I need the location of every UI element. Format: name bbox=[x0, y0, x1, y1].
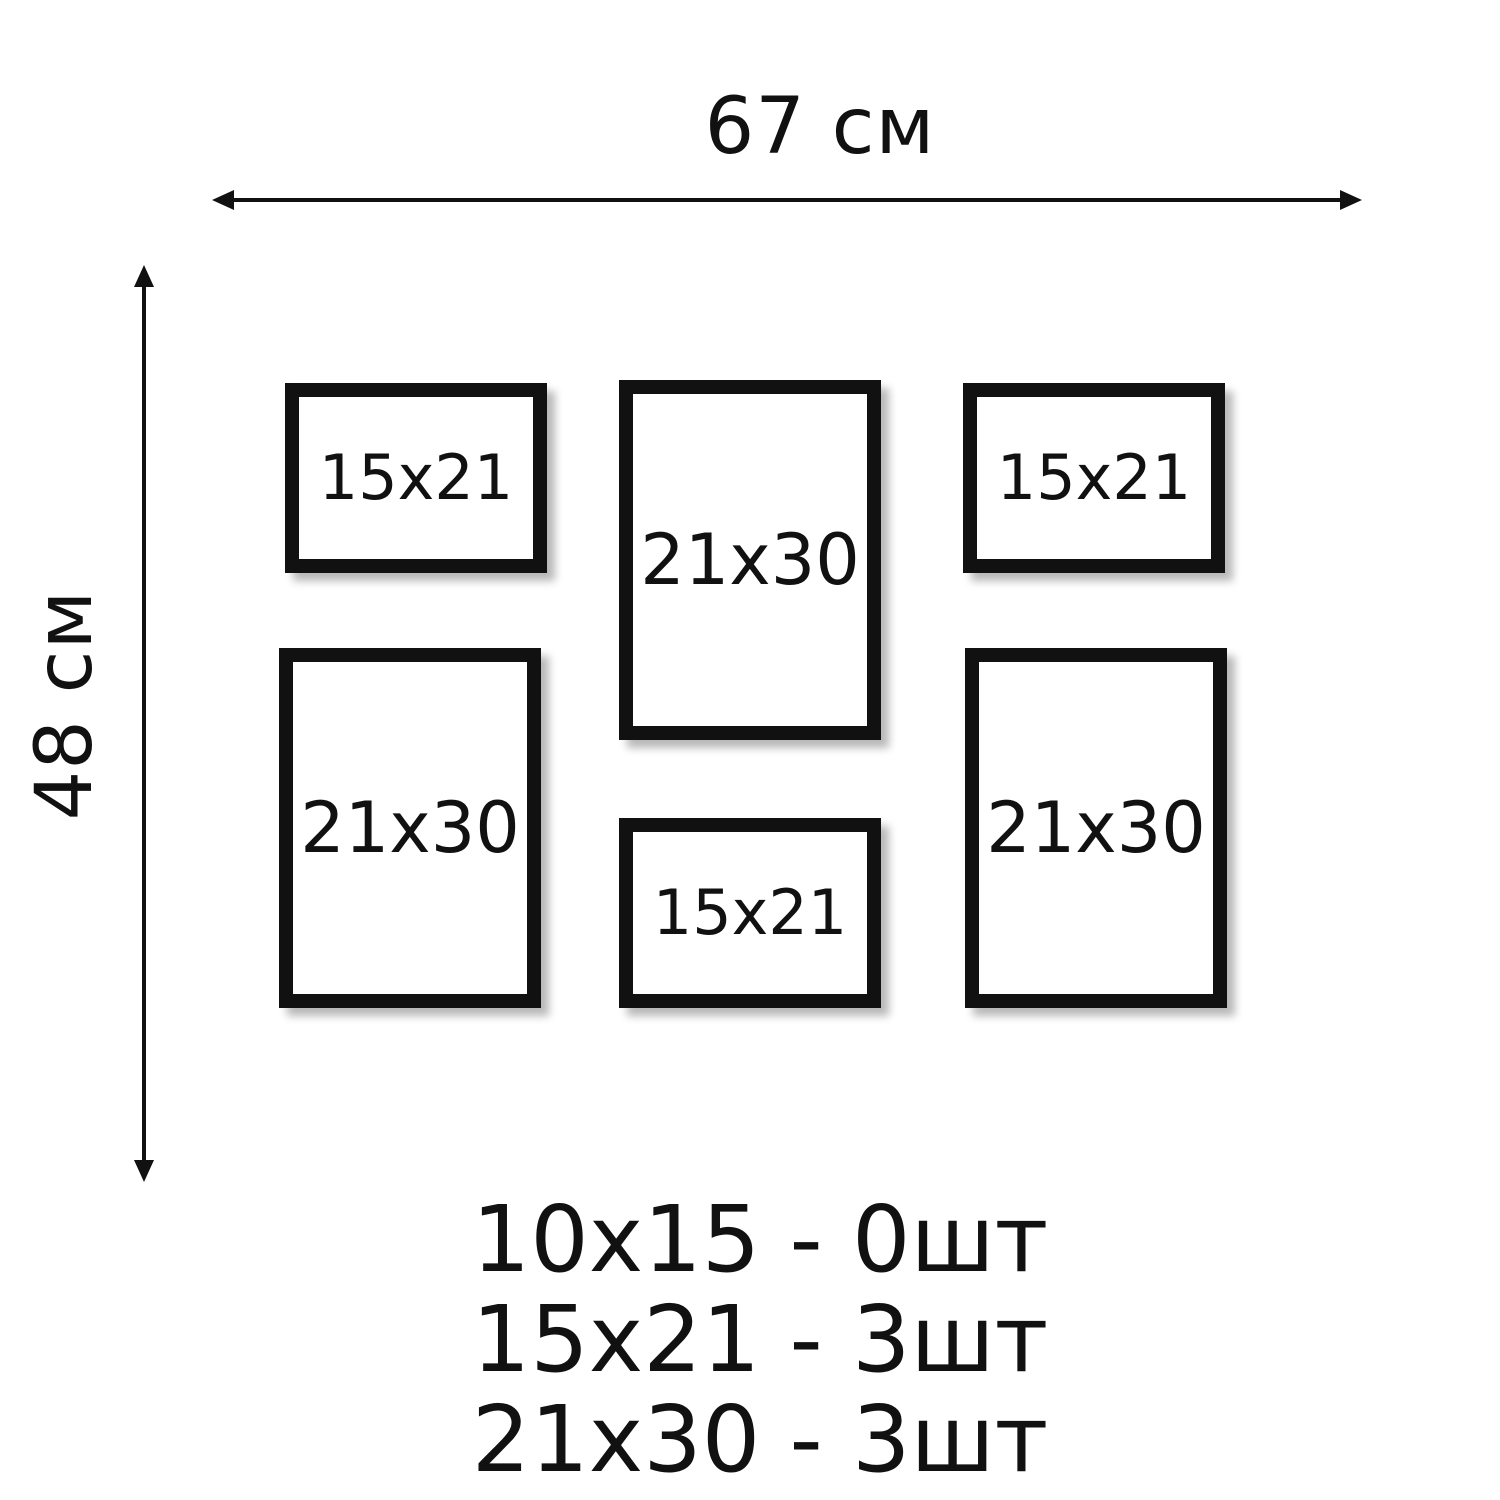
frame-small-top-left: 15x21 bbox=[285, 383, 547, 573]
frame-size-label: 21x30 bbox=[986, 787, 1206, 869]
frame-size-label: 15x21 bbox=[318, 441, 514, 514]
frame-large-bottom-right: 21x30 bbox=[965, 648, 1227, 1008]
frame-size-label: 15x21 bbox=[652, 876, 848, 949]
frame-small-bottom-center: 15x21 bbox=[619, 818, 881, 1008]
width-dimension-label: 67 см bbox=[704, 82, 936, 172]
frame-size-label: 21x30 bbox=[640, 519, 860, 601]
count-line-10x15: 10x15 - 0шт bbox=[471, 1186, 1049, 1293]
frame-count-list: 10x15 - 0шт 15x21 - 3шт 21x30 - 3шт bbox=[470, 1190, 1050, 1490]
arrow-right-icon bbox=[1340, 190, 1362, 210]
height-dimension-label: 48 см bbox=[20, 589, 110, 821]
frame-large-top-center: 21x30 bbox=[619, 380, 881, 740]
count-line-15x21: 15x21 - 3шт bbox=[471, 1286, 1049, 1393]
frame-size-label: 15x21 bbox=[996, 441, 1192, 514]
arrow-down-icon bbox=[134, 1160, 154, 1182]
frame-small-top-right: 15x21 bbox=[963, 383, 1225, 573]
width-dimension-line bbox=[222, 198, 1352, 202]
arrow-up-icon bbox=[134, 265, 154, 287]
count-line-21x30: 21x30 - 3шт bbox=[471, 1386, 1049, 1493]
frame-size-label: 21x30 bbox=[300, 787, 520, 869]
arrow-left-icon bbox=[212, 190, 234, 210]
height-dimension-line bbox=[142, 278, 146, 1170]
frame-large-bottom-left: 21x30 bbox=[279, 648, 541, 1008]
